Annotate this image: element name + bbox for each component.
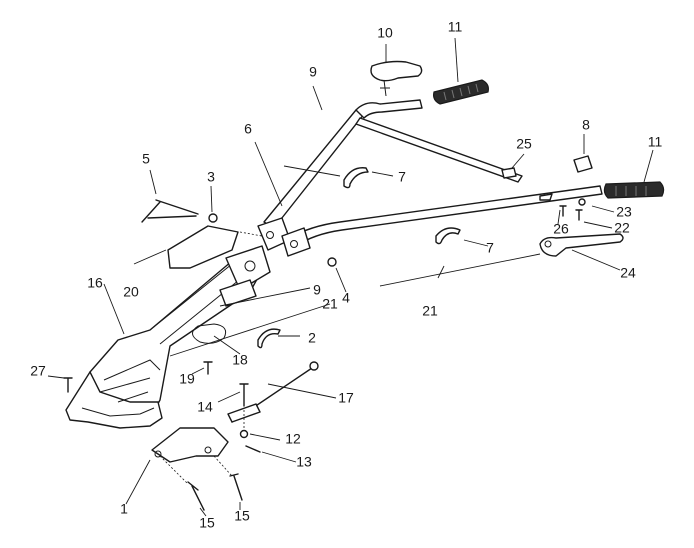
callout-21-right: 21 [422, 303, 438, 319]
callout-7-lower: 7 [486, 240, 494, 256]
callout-12: 12 [285, 431, 301, 447]
callout-11-right: 11 [648, 134, 663, 150]
callout-21-left: 21 [322, 296, 338, 312]
cable-loop-18 [192, 323, 227, 344]
callout-25: 25 [516, 136, 532, 152]
bolt-14 [239, 383, 249, 407]
callout-13: 13 [296, 454, 312, 470]
callout-1: 1 [120, 501, 128, 517]
bolts-23-26 [539, 193, 586, 221]
callout-22: 22 [614, 220, 630, 236]
callout-9-lower: 9 [313, 282, 321, 298]
bracket-20 [167, 225, 239, 269]
callout-11-left: 11 [448, 19, 463, 35]
callout-14: 14 [197, 399, 213, 415]
clamp-lever-24 [539, 233, 624, 257]
callout-17: 17 [338, 390, 354, 406]
grip-right-11 [603, 181, 665, 199]
callout-8: 8 [582, 117, 590, 133]
bracket-25 [501, 167, 517, 179]
callout-5: 5 [142, 151, 150, 167]
callout-3: 3 [207, 169, 215, 185]
washer-3 [208, 213, 218, 223]
callout-15-right: 15 [234, 508, 250, 524]
callout-18: 18 [232, 352, 248, 368]
bolt-15-left [187, 481, 205, 511]
bolt-5 [141, 199, 199, 223]
callout-2: 2 [308, 330, 316, 346]
throttle-lever-10 [370, 60, 423, 97]
bolt-27 [63, 377, 73, 393]
lower-tube [219, 279, 257, 307]
callout-7-upper: 7 [398, 169, 406, 185]
callout-6: 6 [244, 121, 252, 137]
clip-7-upper [343, 167, 369, 189]
handlebar-frame-9 [257, 99, 603, 257]
washer-12 [239, 429, 249, 439]
leader-lines [47, 37, 654, 517]
handlebar-column-16 [65, 245, 271, 429]
bracket-1 [151, 427, 229, 463]
callout-9-upper: 9 [309, 64, 317, 80]
callout-20: 20 [123, 284, 139, 300]
bolt-19 [203, 361, 213, 375]
bracket-8 [573, 155, 593, 173]
callout-16: 16 [87, 275, 103, 291]
bolt-15-right [229, 473, 243, 501]
clip-2 [257, 328, 281, 349]
callout-24: 24 [620, 265, 636, 281]
callout-labels: 5 3 6 9 10 11 7 8 25 11 23 22 26 7 24 21… [30, 19, 662, 531]
grip-left-11 [433, 79, 489, 105]
rod-17 [227, 361, 319, 423]
callout-26: 26 [553, 221, 569, 237]
callout-23: 23 [616, 204, 632, 220]
callout-10: 10 [377, 25, 393, 41]
callout-15-left: 15 [199, 515, 215, 531]
callout-27: 27 [30, 363, 46, 379]
pin-13 [245, 445, 261, 453]
callout-19: 19 [179, 371, 195, 387]
clip-7-lower [435, 227, 461, 245]
callout-4: 4 [342, 290, 350, 306]
nut-4 [327, 257, 337, 267]
